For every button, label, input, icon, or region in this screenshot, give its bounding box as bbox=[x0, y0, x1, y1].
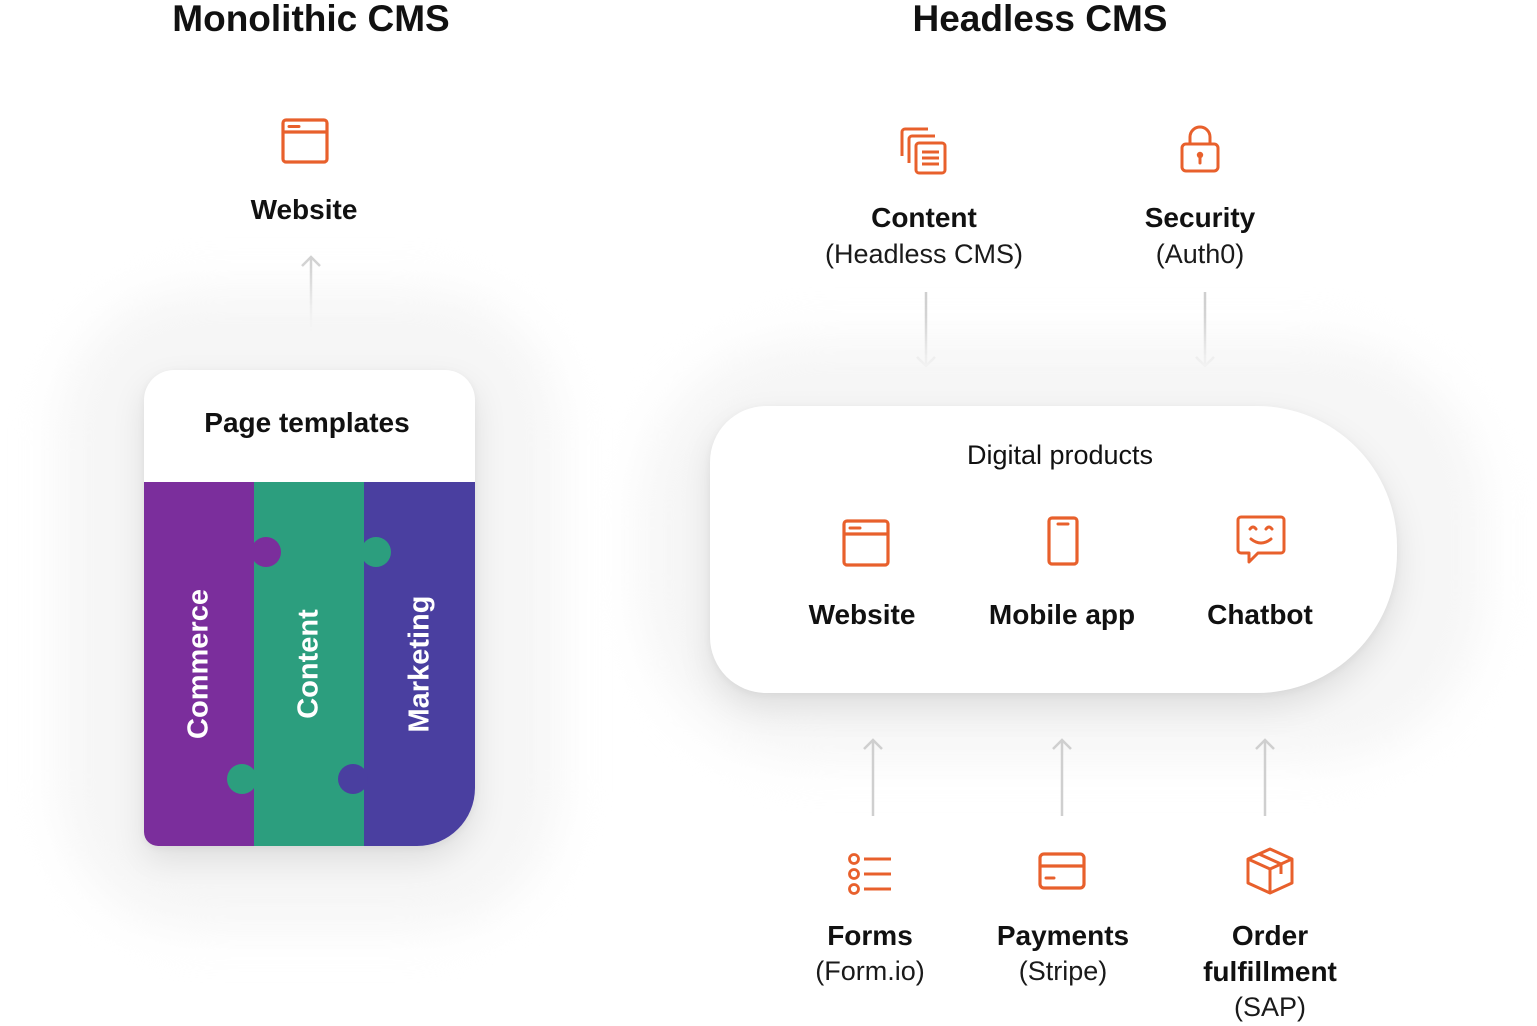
monolithic-cms-title: Monolithic CMS bbox=[172, 0, 450, 39]
marketing-strip: Marketing bbox=[364, 482, 475, 846]
form-list-icon bbox=[847, 852, 893, 896]
documents-icon bbox=[898, 126, 948, 176]
mobile-phone-icon bbox=[1047, 516, 1079, 566]
security-source-subtitle: (Auth0) bbox=[1155, 239, 1245, 269]
chat-bubble-icon bbox=[1236, 515, 1286, 565]
marketing-label: Marketing bbox=[403, 595, 435, 733]
content-label: Content bbox=[292, 609, 325, 719]
package-box-icon bbox=[1245, 846, 1295, 896]
headless-cms-title: Headless CMS bbox=[912, 0, 1168, 39]
puzzle-knob bbox=[361, 537, 391, 567]
monolithic-website-label: Website bbox=[250, 194, 358, 225]
payments-source-subtitle: (Stripe) bbox=[1018, 956, 1108, 986]
lock-icon bbox=[1179, 124, 1221, 174]
forms-source-title: Forms bbox=[827, 920, 913, 951]
credit-card-icon bbox=[1038, 852, 1086, 890]
page-templates-strips: Commerce Content Marketing bbox=[144, 482, 475, 846]
page-templates-title: Page templates bbox=[204, 407, 410, 438]
order-source-title: Order bbox=[1231, 920, 1309, 951]
order-source-title-line2: fulfillment bbox=[1203, 956, 1337, 987]
browser-window-icon bbox=[842, 519, 890, 567]
digital-products-title: Digital products bbox=[966, 440, 1154, 470]
product-mobile-app-label: Mobile app bbox=[988, 599, 1136, 630]
order-source-subtitle: (SAP) bbox=[1233, 992, 1306, 1022]
content-source-title: Content bbox=[871, 202, 977, 233]
content-source-subtitle: (Headless CMS) bbox=[824, 239, 1024, 269]
arrow-up-payments bbox=[1051, 738, 1073, 818]
product-website-label: Website bbox=[808, 599, 916, 630]
arrow-up-order-fulfillment bbox=[1254, 738, 1276, 818]
commerce-label: Commerce bbox=[182, 589, 215, 739]
puzzle-knob bbox=[338, 764, 368, 794]
puzzle-knob bbox=[251, 537, 281, 567]
arrow-up-forms bbox=[862, 738, 884, 818]
payments-source-title: Payments bbox=[996, 920, 1130, 951]
puzzle-knob bbox=[227, 764, 257, 794]
forms-source-subtitle: (Form.io) bbox=[815, 956, 925, 986]
browser-window-icon bbox=[281, 118, 329, 164]
product-chatbot-label: Chatbot bbox=[1207, 599, 1313, 630]
security-source-title: Security bbox=[1144, 202, 1256, 233]
